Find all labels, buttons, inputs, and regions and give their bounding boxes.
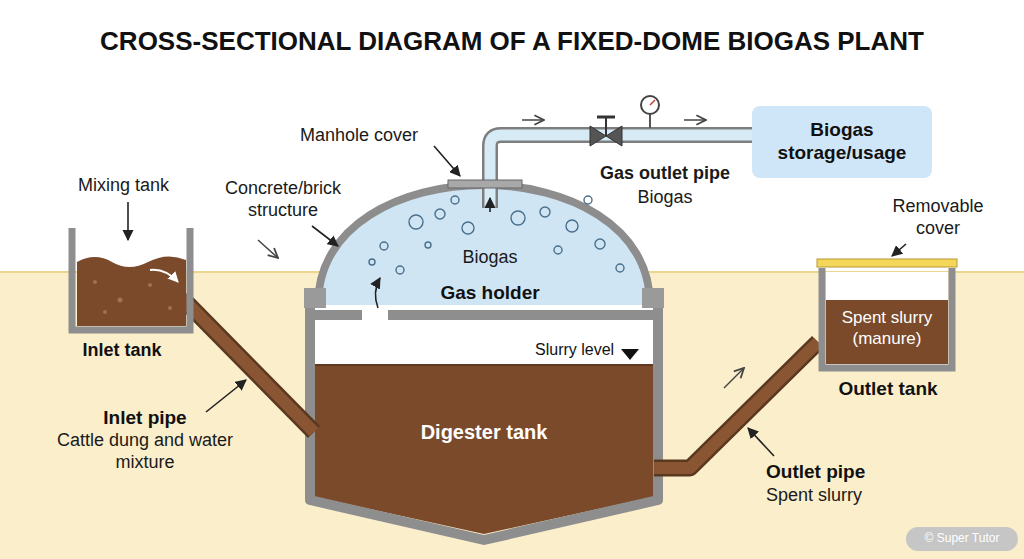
- dome-slab: [310, 310, 362, 320]
- part-sublabel: Biogas: [615, 187, 715, 209]
- storage-box: Biogas storage/usage: [752, 106, 932, 178]
- gas-label: Biogas: [445, 247, 535, 269]
- part-label: Gas outlet pipe: [585, 163, 745, 185]
- leader-lines: [128, 146, 906, 456]
- part-label: Inlet pipe: [60, 406, 230, 429]
- pressure-gauge: [641, 96, 659, 128]
- dome-footing: [642, 288, 664, 308]
- mixing-arrow: [150, 270, 178, 282]
- node-text: Biogas storage/usage: [752, 119, 932, 165]
- digester-space: [310, 300, 658, 370]
- callout-label: Concrete/brick structure: [213, 178, 353, 222]
- gas-flow-arrow: [522, 119, 544, 121]
- part-label: Inlet tank: [57, 340, 187, 362]
- outlet-slurry: [826, 300, 948, 364]
- slurry-surface: [315, 364, 653, 366]
- gas-flow-arrow: [489, 198, 491, 212]
- inlet-pipe: [182, 298, 314, 432]
- dome-footing: [304, 288, 326, 308]
- slurry-level-mark: [621, 349, 639, 360]
- outlet-pipe-outline: [654, 342, 818, 468]
- slurry-texture: [93, 280, 172, 314]
- outlet-tank-space: [826, 272, 948, 366]
- slurry-label: Spent slurry (manure): [828, 308, 946, 349]
- outlet-tank-wall: [822, 268, 952, 368]
- part-sublabel: Cattle dung and water mixture: [55, 430, 235, 474]
- valve: [590, 117, 622, 146]
- gas-rise-arrow: [375, 278, 380, 308]
- part-label: Gas holder: [420, 281, 560, 304]
- part-label: Outlet tank: [818, 377, 958, 400]
- diagram-title: CROSS-SECTIONAL DIAGRAM OF A FIXED-DOME …: [0, 26, 1024, 57]
- part-label: Digester tank: [399, 420, 569, 444]
- callout-label: Mixing tank: [78, 175, 198, 197]
- removable-cover: [817, 259, 957, 267]
- callout-label: Removable cover: [878, 196, 998, 240]
- watermark-pill: [906, 527, 1018, 551]
- outlet-pipe: [654, 342, 818, 468]
- digester-wall: [310, 300, 658, 540]
- outflow-arrow: [724, 368, 744, 388]
- callout-label: Manhole cover: [300, 125, 440, 147]
- inlet-pipe-outline: [182, 298, 314, 432]
- gas-flow-arrow: [684, 119, 706, 121]
- inlet-slurry: [77, 256, 186, 326]
- manhole-cover: [448, 180, 522, 188]
- inflow-arrow: [258, 240, 278, 258]
- part-sublabel: Spent slurry: [766, 485, 896, 507]
- level-label: Slurry level: [535, 340, 625, 360]
- inlet-tank-wall: [72, 228, 190, 330]
- dome-slab: [388, 310, 658, 320]
- part-label: Outlet pipe: [766, 460, 896, 483]
- watermark: © Super Tutor: [906, 531, 1018, 546]
